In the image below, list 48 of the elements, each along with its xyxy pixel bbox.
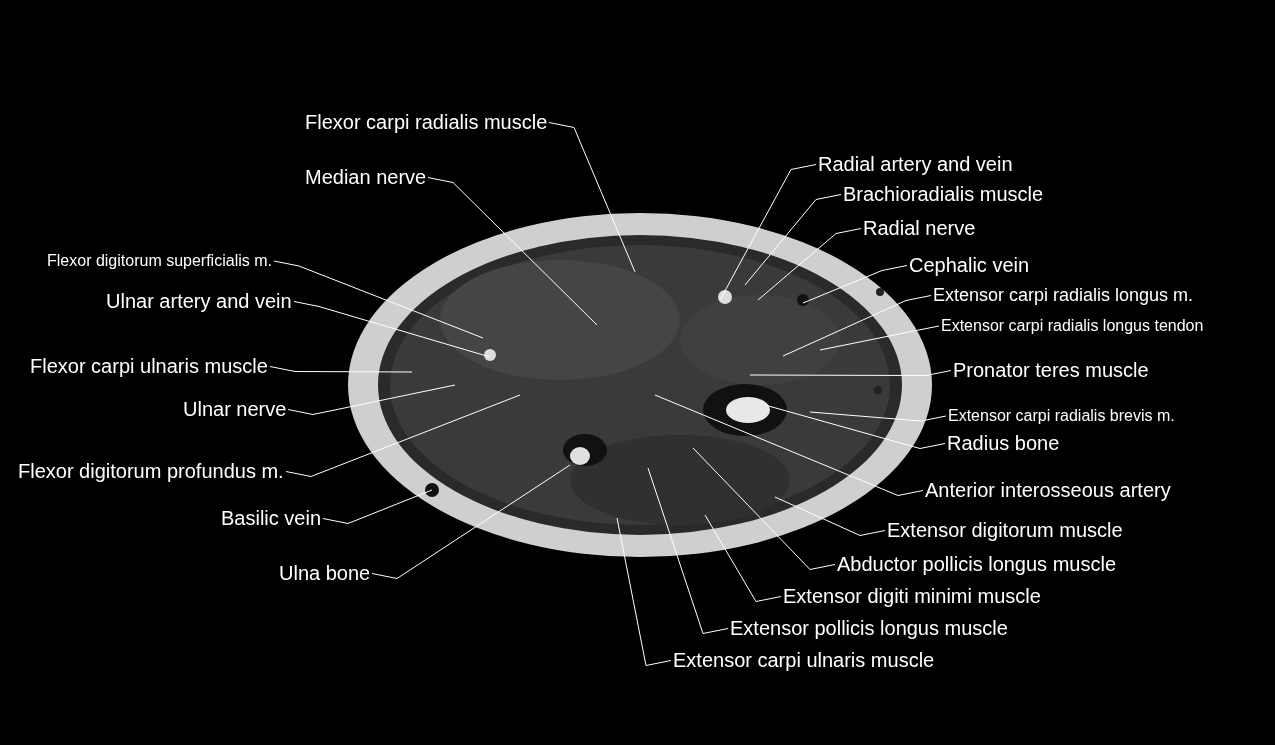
leader-line [616, 517, 672, 666]
leader-line [809, 411, 947, 422]
leader-line [802, 265, 908, 304]
structure-label: Extensor carpi radialis longus m. [933, 285, 1194, 306]
leader-line [548, 122, 636, 273]
structure-label: Ulna bone [279, 562, 371, 585]
leader-line [371, 464, 571, 579]
leader-line [774, 496, 886, 536]
structure-label: Extensor pollicis longus muscle [730, 617, 1008, 640]
structure-label: Ulnar artery and vein [106, 290, 292, 313]
structure-label: Brachioradialis muscle [843, 183, 1044, 206]
structure-label: Radial artery and vein [818, 153, 1013, 176]
structure-label: Anterior interosseous artery [925, 479, 1171, 502]
structure-label: Extensor carpi ulnaris muscle [673, 649, 935, 672]
structure-label: Flexor carpi ulnaris muscle [30, 355, 268, 378]
structure-label: Radial nerve [863, 217, 976, 240]
structure-label: Extensor carpi radialis brevis m. [948, 407, 1175, 426]
structure-label: Ulnar nerve [183, 398, 287, 421]
leader-line [293, 301, 491, 358]
leader-line [744, 194, 842, 286]
leader-line [782, 295, 932, 357]
leader-line [285, 394, 521, 477]
structure-label: Extensor digiti minimi muscle [783, 585, 1041, 608]
structure-label: Abductor pollicis longus muscle [837, 553, 1117, 576]
structure-label: Cephalic vein [909, 254, 1030, 277]
leader-line [273, 260, 484, 339]
structure-label: Flexor carpi radialis muscle [305, 111, 548, 134]
structure-label: Flexor digitorum superficialis m. [47, 252, 272, 271]
structure-label: Flexor digitorum profundus m. [18, 460, 284, 483]
leader-line [749, 370, 952, 376]
leader-line [819, 325, 940, 351]
leader-line [287, 384, 456, 415]
leader-line [647, 467, 729, 634]
leader-line [654, 394, 924, 496]
leader-line [719, 164, 817, 301]
leader-line [322, 489, 433, 524]
leader-line [704, 514, 782, 602]
leader-line [764, 404, 946, 449]
leader-line [757, 228, 862, 301]
leader-line [269, 366, 413, 373]
structure-label: Pronator teres muscle [953, 359, 1149, 382]
leader-line [692, 447, 836, 570]
structure-label: Basilic vein [221, 507, 322, 530]
structure-label: Median nerve [305, 166, 427, 189]
structure-label: Radius bone [947, 432, 1060, 455]
structure-label: Extensor carpi radialis longus tendon [941, 317, 1204, 336]
leader-line [427, 177, 598, 326]
structure-label: Extensor digitorum muscle [887, 519, 1123, 542]
